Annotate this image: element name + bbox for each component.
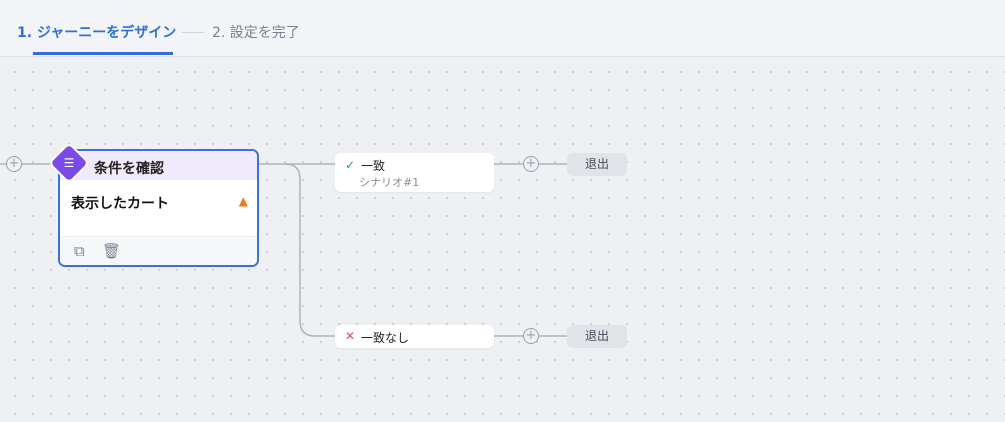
step-separator	[182, 32, 204, 33]
node-condition-text: 表示したカート	[71, 196, 169, 212]
branch-match[interactable]: ✓ 一致 シナリオ#1	[335, 153, 494, 192]
x-icon: ✕	[345, 329, 356, 343]
copy-icon[interactable]: ⧉	[74, 242, 85, 260]
step-header: 1. ジャーニーをデザイン 2. 設定を完了	[0, 0, 1005, 57]
branch-label: 一致	[361, 159, 386, 173]
branch-no-match[interactable]: ✕ 一致なし	[335, 325, 494, 348]
exit-node[interactable]: 退出	[567, 153, 627, 176]
condition-node-card[interactable]: 条件を確認 表示したカート ▲ ⧉ 🗑	[58, 149, 259, 267]
add-step-button[interactable]: +	[6, 156, 22, 172]
exit-node[interactable]: 退出	[567, 325, 627, 348]
node-header: 条件を確認	[60, 151, 257, 180]
check-icon: ✓	[345, 158, 356, 172]
node-footer: ⧉ 🗑	[60, 236, 257, 265]
warning-triangle-icon: ▲	[238, 194, 248, 208]
branch-label: 一致なし	[361, 331, 410, 345]
step-tab-complete-settings[interactable]: 2. 設定を完了	[212, 25, 300, 41]
plus-icon: +	[525, 328, 537, 343]
trash-icon[interactable]: 🗑	[102, 242, 122, 260]
branch-scenario: シナリオ#1	[359, 176, 420, 189]
add-step-button[interactable]: +	[523, 156, 539, 172]
plus-icon: +	[525, 156, 537, 171]
list-icon: ☰	[63, 156, 75, 170]
active-step-indicator	[33, 52, 173, 55]
node-title: 条件を確認	[94, 161, 164, 177]
add-step-button[interactable]: +	[523, 328, 539, 344]
plus-icon: +	[8, 156, 20, 171]
step-tab-design-journey[interactable]: 1. ジャーニーをデザイン	[17, 25, 177, 41]
journey-canvas[interactable]	[0, 57, 1005, 422]
